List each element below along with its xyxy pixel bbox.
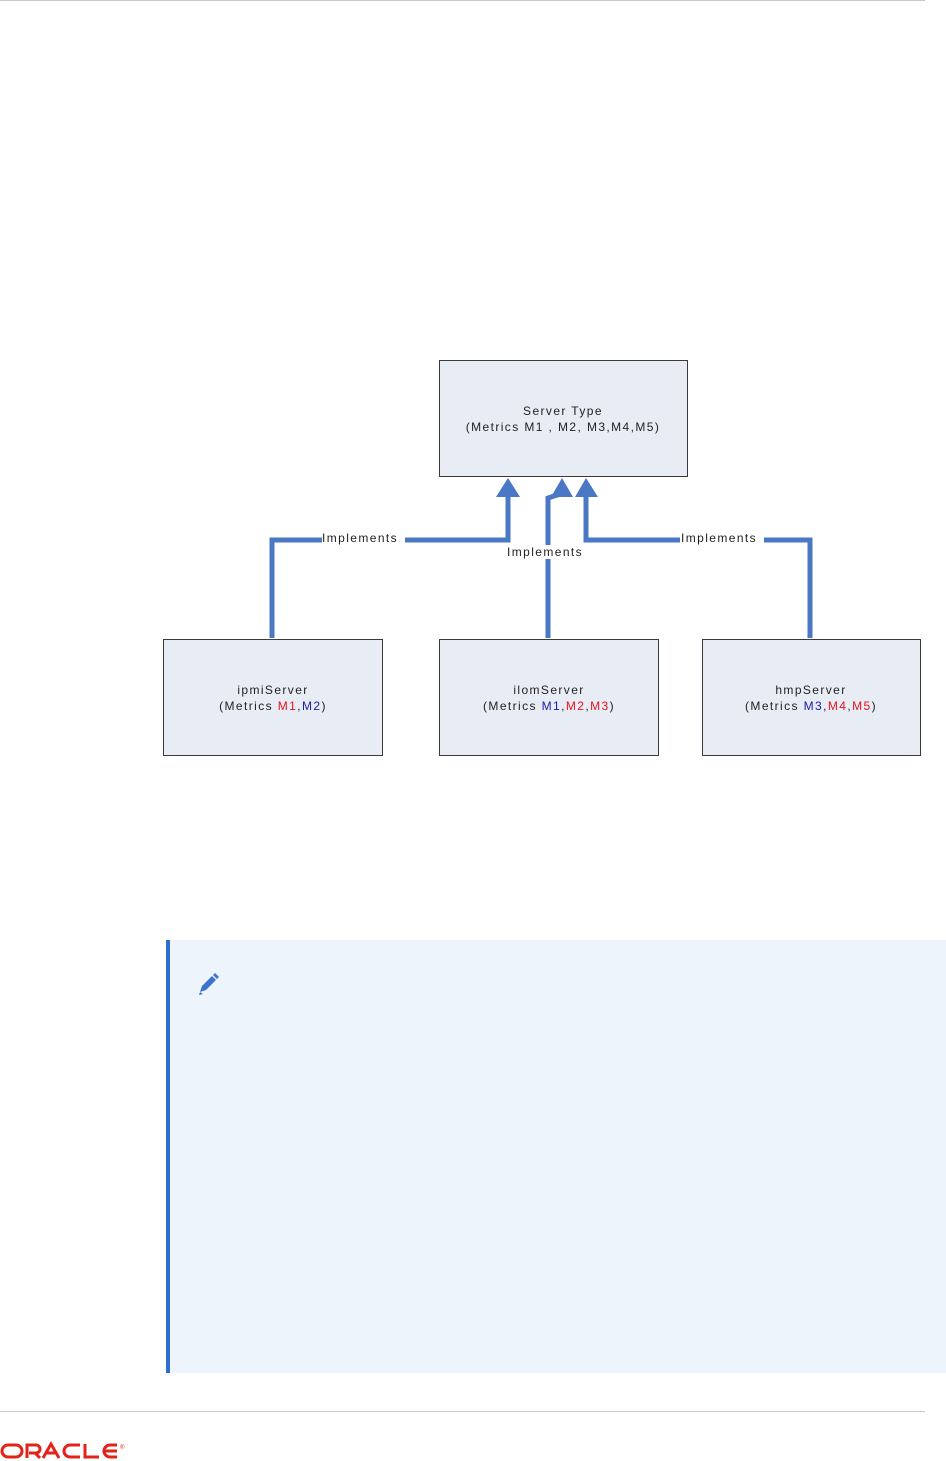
metric-token: M1	[278, 699, 297, 713]
svg-text:®: ®	[120, 1444, 125, 1451]
arrowheads	[496, 478, 598, 497]
server-type-metrics: (Metrics M1 , M2, M3,M4,M5)	[466, 420, 660, 434]
server-type-box: Server Type (Metrics M1 , M2, M3,M4,M5)	[439, 360, 688, 477]
metric-token: M5	[852, 699, 871, 713]
metric-token: M2	[566, 699, 585, 713]
hmp-server-box: hmpServer (Metrics M3,M4,M5)	[702, 639, 921, 756]
server-type-title: Server Type	[523, 404, 603, 418]
metric-token: ,	[847, 699, 852, 713]
hmp-server-metrics: (Metrics M3,M4,M5)	[745, 699, 877, 713]
ipmi-server-box: ipmiServer (Metrics M1,M2)	[163, 639, 383, 756]
metric-token: M1	[542, 699, 561, 713]
metric-token: (Metrics	[483, 699, 542, 713]
metric-token: ,	[561, 699, 566, 713]
metric-token: (Metrics	[745, 699, 804, 713]
top-rule	[0, 0, 925, 1]
bottom-rule	[0, 1411, 925, 1412]
hmp-server-title: hmpServer	[775, 683, 846, 697]
inheritance-diagram: Implements Implements Implements Server …	[163, 360, 921, 756]
connector-label-center: Implements	[507, 545, 583, 559]
metric-token: M4	[828, 699, 847, 713]
ilom-server-metrics: (Metrics M1,M2,M3)	[483, 699, 615, 713]
note-callout	[166, 940, 946, 1373]
connectors	[269, 491, 813, 638]
metric-token: (Metrics	[219, 699, 278, 713]
arrowhead-hmp	[575, 478, 598, 497]
connector-label-right: Implements	[681, 531, 757, 545]
ilom-server-box: ilomServer (Metrics M1,M2,M3)	[439, 639, 659, 756]
connector-label-left: Implements	[322, 531, 398, 545]
oracle-logo: ®	[0, 1441, 125, 1460]
ipmi-server-metrics: (Metrics M1,M2)	[219, 699, 327, 713]
metric-token: ,	[585, 699, 590, 713]
connector-ilom	[545, 491, 562, 638]
metric-token: ,	[297, 699, 302, 713]
arrowhead-ipmi	[496, 478, 520, 497]
metric-token: )	[321, 699, 326, 713]
connector-ipmi	[269, 494, 511, 638]
metric-token: ,	[823, 699, 828, 713]
ilom-server-title: ilomServer	[513, 683, 584, 697]
metric-token: )	[872, 699, 877, 713]
metric-token: M3	[804, 699, 823, 713]
metric-token: )	[610, 699, 615, 713]
metric-token: M2	[302, 699, 321, 713]
connector-hmp	[583, 494, 813, 638]
metric-token: M3	[590, 699, 609, 713]
pencil-icon	[199, 973, 219, 995]
ipmi-server-title: ipmiServer	[237, 683, 308, 697]
arrowhead-ilom	[551, 478, 573, 497]
